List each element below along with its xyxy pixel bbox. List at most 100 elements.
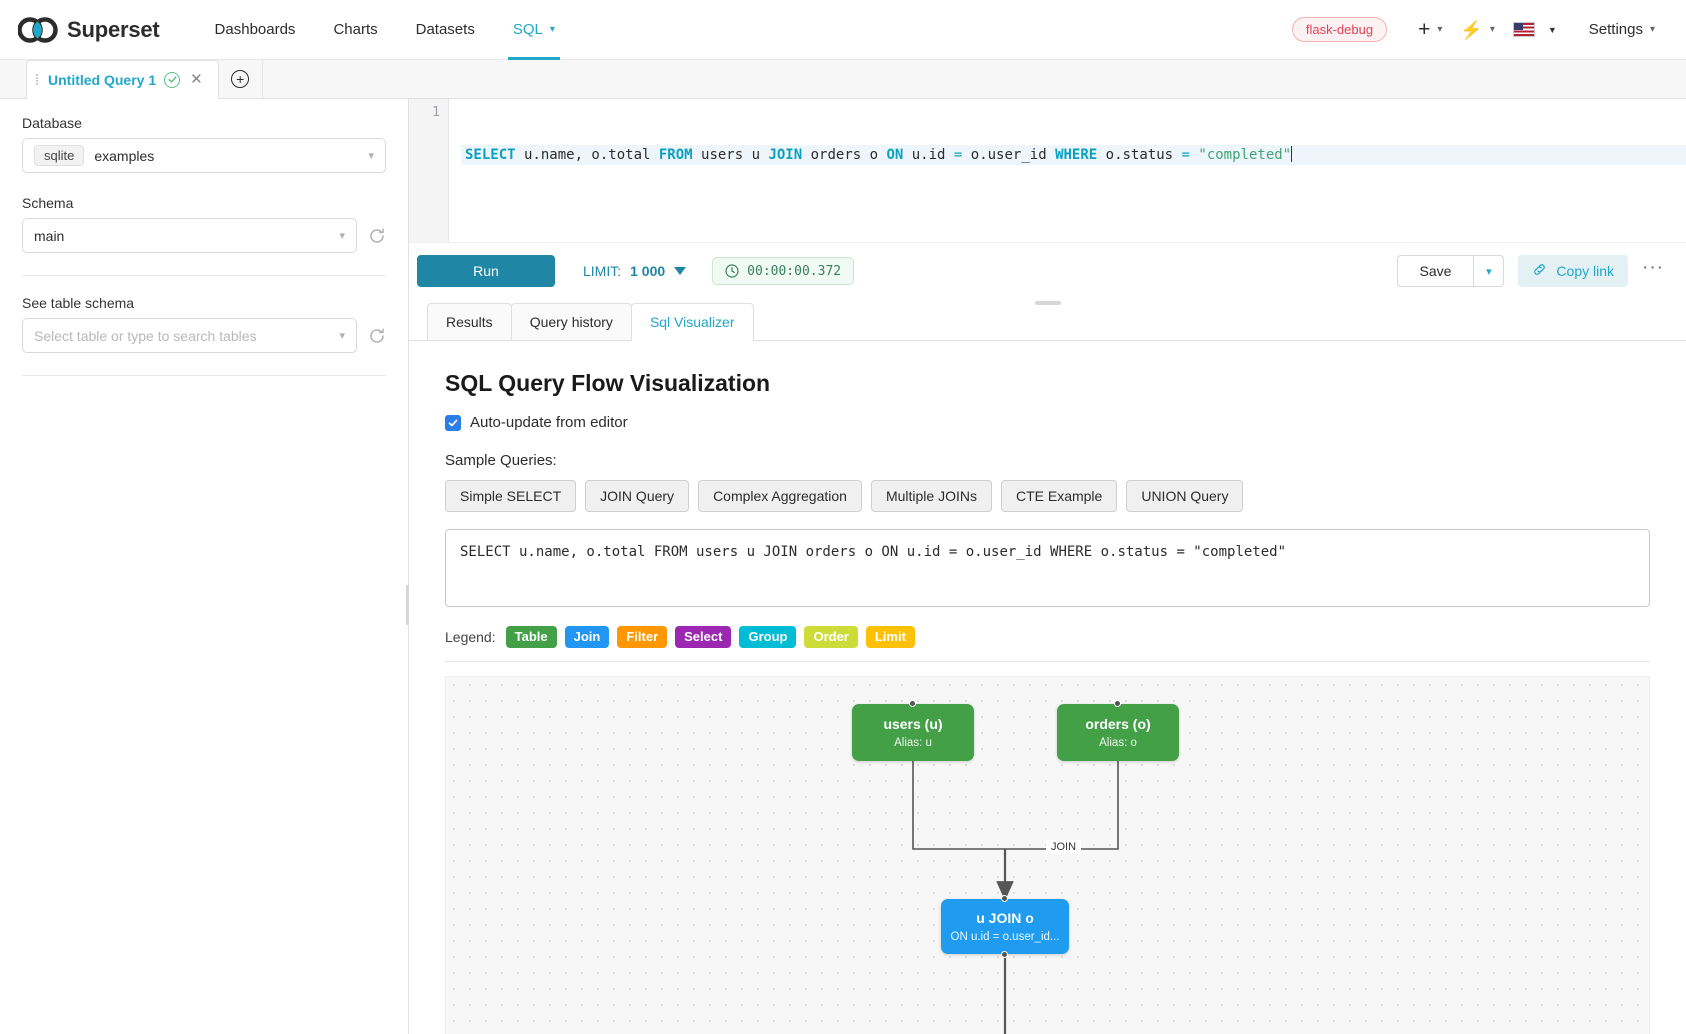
tab-results[interactable]: Results [427, 303, 512, 341]
sql-editor[interactable]: 1 SELECT u.name, o.total FROM users u JO… [409, 99, 1686, 243]
brand-logo-group[interactable]: Superset [18, 17, 160, 43]
node-port-top[interactable] [908, 699, 916, 707]
legend-divider [445, 660, 1650, 662]
flow-node-orders[interactable]: orders (o)Alias: o [1057, 699, 1179, 761]
sql-token: FROM [658, 147, 693, 163]
node-port-bottom[interactable] [1000, 950, 1008, 958]
sample-query-button-5[interactable]: UNION Query [1126, 480, 1244, 512]
sample-query-button-3[interactable]: Multiple JOINs [870, 480, 992, 512]
flow-canvas[interactable]: JOIN users (u)Alias: u orders (o)Alias: o… [445, 675, 1650, 1034]
flow-node-subtitle: ON u.id = o.user_id... [950, 931, 1060, 944]
node-port-top[interactable] [1000, 894, 1008, 902]
flow-node-title: u JOIN o [976, 910, 1034, 926]
legend-badge-select: Select [675, 626, 732, 648]
quick-actions-button[interactable]: ⚡ ▾ [1451, 21, 1503, 39]
us-flag-icon [1512, 22, 1535, 37]
flow-node-title: orders (o) [1085, 716, 1151, 732]
legend-badge-limit: Limit [865, 626, 915, 648]
sql-token: u.name, o.total [515, 147, 659, 163]
settings-label: Settings [1588, 21, 1643, 38]
nav-label-dashboards: Dashboards [214, 21, 296, 38]
sql-token: "completed" [1198, 147, 1292, 163]
more-options-icon[interactable]: ··· [1642, 257, 1664, 278]
nav-label-charts: Charts [333, 21, 378, 38]
editor-toolbar: Run LIMIT: 1 000 00:00:00.372 Save ▾ [409, 243, 1686, 305]
refresh-tables-icon[interactable] [368, 327, 386, 345]
query-tab-label: Untitled Query 1 [48, 71, 157, 88]
node-port-top[interactable] [1113, 699, 1121, 707]
link-icon [1532, 262, 1547, 280]
settings-menu[interactable]: Settings ▾ [1566, 21, 1664, 38]
page-title: SQL Query Flow Visualization [445, 370, 771, 396]
auto-update-checkbox[interactable] [445, 414, 461, 431]
run-button[interactable]: Run [417, 255, 555, 287]
sidebar-divider-2 [22, 375, 386, 376]
sql-token: o.user_id [962, 147, 1056, 163]
tab-query-history[interactable]: Query history [510, 303, 632, 341]
query-timer-badge: 00:00:00.372 [712, 257, 855, 285]
nav-link-dashboards[interactable]: Dashboards [196, 0, 315, 60]
nav-link-sql[interactable]: SQL ▾ [494, 0, 574, 60]
flask-debug-badge: flask-debug [1291, 17, 1388, 42]
chevron-down-icon: ▾ [368, 150, 374, 162]
chevron-down-icon: ▾ [339, 330, 345, 342]
drag-handle-icon[interactable] [36, 73, 40, 87]
save-dropdown-button[interactable]: ▾ [1473, 255, 1505, 287]
toolbar-right: Save ▾ Copy link ··· [1396, 255, 1665, 287]
copy-link-button[interactable]: Copy link [1518, 255, 1629, 287]
legend-badge-group: Group [739, 626, 797, 648]
legend-label: Legend: [445, 628, 496, 645]
query-input[interactable] [445, 529, 1650, 607]
language-selector[interactable]: ▼ [1504, 22, 1566, 37]
table-select[interactable]: Select table or type to search tables ▾ [22, 318, 357, 353]
sql-token: orders o [802, 147, 887, 163]
save-button[interactable]: Save [1396, 255, 1474, 287]
tab-sql-visualizer[interactable]: Sql Visualizer [630, 303, 754, 341]
table-schema-row: Select table or type to search tables ▾ [22, 318, 386, 353]
chevron-down-icon: ▾ [339, 230, 345, 242]
chevron-down-icon: ▾ [1649, 24, 1655, 35]
nav-link-datasets[interactable]: Datasets [397, 0, 494, 60]
limit-dropdown[interactable]: LIMIT: 1 000 [583, 263, 687, 279]
top-navbar: Superset Dashboards Charts Datasets SQL … [0, 0, 1686, 60]
right-pane: 1 SELECT u.name, o.total FROM users u JO… [409, 99, 1686, 1034]
schema-select[interactable]: main ▾ [22, 218, 357, 253]
refresh-schema-icon[interactable] [368, 227, 386, 245]
sample-query-button-4[interactable]: CTE Example [1000, 480, 1118, 512]
legend-badge-order: Order [804, 626, 858, 648]
query-tab-untitled-query-1[interactable]: Untitled Query 1 ✕ [26, 60, 219, 99]
close-icon[interactable]: ✕ [190, 71, 203, 88]
legend-badge-join: Join [564, 626, 610, 648]
sample-query-button-1[interactable]: JOIN Query [585, 480, 690, 512]
sql-token: users u [692, 147, 769, 163]
navbar-right: flask-debug + ▾ ⚡ ▾ ▼ Settings ▾ [1291, 17, 1664, 42]
result-tabs: Results Query history Sql Visualizer [409, 299, 1686, 341]
query-tab-bar: Untitled Query 1 ✕ + [0, 60, 1686, 99]
line-number: 1 [432, 105, 440, 120]
table-schema-label: See table schema [22, 295, 135, 311]
edge-label-join: JOIN [1046, 839, 1082, 854]
lightning-bolt-icon: ⚡ [1460, 19, 1483, 40]
nav-links: Dashboards Charts Datasets SQL ▾ [196, 0, 574, 60]
pane-splitter-handle[interactable] [1034, 301, 1061, 305]
limit-label: LIMIT: [583, 263, 622, 279]
database-label: Database [22, 115, 82, 131]
database-value: examples [94, 147, 155, 164]
new-query-tab-button[interactable]: + [219, 60, 263, 98]
sql-token: u.id [903, 147, 954, 163]
sidebar-resize-handle[interactable] [406, 585, 409, 626]
sample-query-button-0[interactable]: Simple SELECT [445, 480, 577, 512]
new-item-button[interactable]: + ▾ [1409, 19, 1451, 40]
flow-node-join[interactable]: u JOIN o ON u.id = o.user_id... [941, 894, 1069, 958]
sql-visualizer-panel: SQL Query Flow Visualization Auto-update… [409, 341, 1686, 1034]
editor-code-area[interactable]: SELECT u.name, o.total FROM users u JOIN… [449, 99, 1686, 242]
nav-link-charts[interactable]: Charts [314, 0, 396, 60]
legend-badge-filter: Filter [617, 626, 668, 648]
editor-code-line: SELECT u.name, o.total FROM users u JOIN… [461, 145, 1686, 165]
tab-sql-visualizer-label: Sql Visualizer [649, 314, 735, 330]
sample-query-button-2[interactable]: Complex Aggregation [698, 480, 862, 512]
database-select[interactable]: sqlite examples ▾ [22, 138, 386, 173]
flow-node-users[interactable]: users (u)Alias: u [852, 699, 974, 761]
